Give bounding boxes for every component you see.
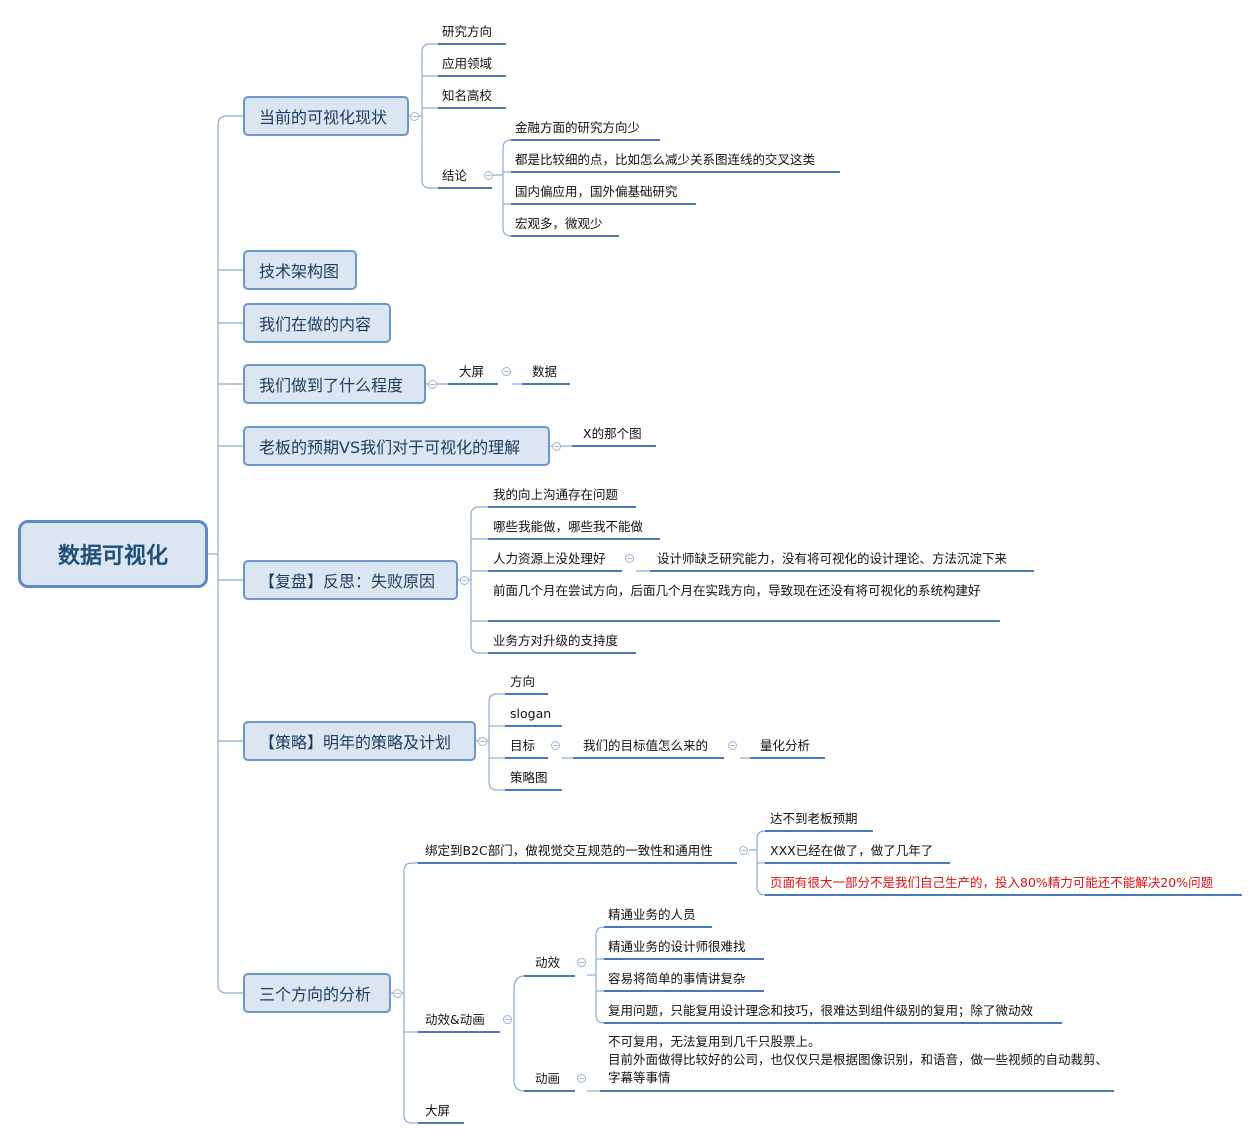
topic-animation-1[interactable]: 不可复用，无法复用到几千只股票上。 目前外面做得比较好的公司，也仅仅只是根据图像… [608,1034,1109,1085]
collapse-icon[interactable]: − [460,576,469,585]
collapse-icon[interactable]: − [410,112,419,121]
topic-big-screen[interactable]: 大屏 [459,364,485,379]
topic-strategy-map[interactable]: 策略图 [510,770,548,785]
branch-current-status[interactable]: 当前的可视化现状 [243,96,409,136]
topic-animation[interactable]: 动画 [535,1071,561,1086]
topic-application[interactable]: 应用领域 [442,56,493,71]
collapse-icon[interactable]: − [739,846,748,855]
topic-review-4[interactable]: 前面几个月在尝试方向，后面几个月在实践方向，导致现在还没有将可视化的系统构建好 [493,583,981,598]
topic-effect-3[interactable]: 容易将简单的事情讲复杂 [608,971,746,986]
topic-review-3[interactable]: 人力资源上没处理好 [493,551,606,566]
root-topic[interactable]: 数据可视化 [18,520,208,588]
branch-strategy[interactable]: 【策略】明年的策略及计划 [243,721,476,761]
topic-b2c-3[interactable]: 页面有很大一部分不是我们自己生产的，投入80%精力可能还不能解决20%问题 [770,875,1214,890]
topic-b2c-1[interactable]: 达不到老板预期 [770,811,858,826]
topic-effect-4[interactable]: 复用问题，只能复用设计理念和技巧，很难达到组件级别的复用；除了微动效 [608,1003,1034,1018]
topic-x-chart[interactable]: X的那个图 [583,426,642,441]
collapse-icon[interactable]: − [502,367,511,376]
branch-three-directions[interactable]: 三个方向的分析 [243,973,391,1013]
topic-data[interactable]: 数据 [532,364,558,379]
topic-research[interactable]: 研究方向 [442,24,493,39]
branch-boss-expectation[interactable]: 老板的预期VS我们对于可视化的理解 [243,426,550,466]
topic-conclusion[interactable]: 结论 [442,168,468,183]
collapse-icon[interactable]: − [484,171,493,180]
branch-review[interactable]: 【复盘】反思：失败原因 [243,560,458,600]
collapse-icon[interactable]: − [428,380,437,389]
collapse-icon[interactable]: − [551,741,560,750]
topic-conclusion-3[interactable]: 国内偏应用，国外偏基础研究 [515,184,678,199]
topic-effect-1[interactable]: 精通业务的人员 [608,907,696,922]
topic-review-5[interactable]: 业务方对升级的支持度 [493,633,619,648]
topic-goal-origin[interactable]: 我们的目标值怎么来的 [583,738,709,753]
collapse-icon[interactable]: − [625,554,634,563]
collapse-icon[interactable]: − [577,958,586,967]
topic-conclusion-2[interactable]: 都是比较细的点，比如怎么减少关系图连线的交叉这类 [515,152,816,167]
topic-motion[interactable]: 动效&动画 [425,1012,485,1027]
topic-goal[interactable]: 目标 [510,738,536,753]
collapse-icon[interactable]: − [577,1074,586,1083]
topic-effect-2[interactable]: 精通业务的设计师很难找 [608,939,746,954]
topic-direction[interactable]: 方向 [510,674,536,689]
collapse-icon[interactable]: − [393,989,402,998]
topic-review-1[interactable]: 我的向上沟通存在问题 [493,487,619,502]
collapse-icon[interactable]: − [478,737,487,746]
topic-big-screen-2[interactable]: 大屏 [425,1103,451,1118]
topic-conclusion-1[interactable]: 金融方面的研究方向少 [515,120,641,135]
topic-b2c[interactable]: 绑定到B2C部门，做视觉交互规范的一致性和通用性 [425,843,713,858]
collapse-icon[interactable]: − [503,1015,512,1024]
topic-review-2[interactable]: 哪些我能做，哪些我不能做 [493,519,644,534]
branch-our-work[interactable]: 我们在做的内容 [243,303,391,343]
topic-review-3a[interactable]: 设计师缺乏研究能力，没有将可视化的设计理论、方法沉淀下来 [657,551,1008,566]
collapse-icon[interactable]: − [552,442,561,451]
branch-progress-level[interactable]: 我们做到了什么程度 [243,364,426,404]
topic-quantitative-analysis[interactable]: 量化分析 [760,738,811,753]
topic-effect[interactable]: 动效 [535,955,561,970]
topic-b2c-2[interactable]: XXX已经在做了，做了几年了 [770,843,934,858]
topic-slogan[interactable]: slogan [510,706,552,721]
branch-tech-architecture[interactable]: 技术架构图 [243,250,357,290]
collapse-icon[interactable]: − [728,741,737,750]
topic-conclusion-4[interactable]: 宏观多，微观少 [515,216,603,231]
topic-universities[interactable]: 知名高校 [442,88,493,103]
